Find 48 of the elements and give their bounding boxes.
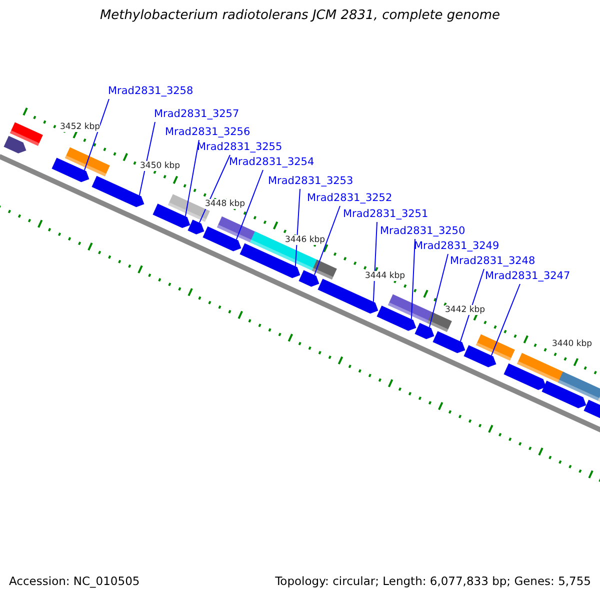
leader-line: [490, 284, 520, 356]
gene-label: Mrad2831_3251: [343, 208, 428, 220]
leader-line: [460, 268, 484, 342]
leader-line: [138, 122, 156, 196]
gene-label: Mrad2831_3247: [485, 270, 570, 282]
gene-label: Mrad2831_3255: [197, 141, 282, 153]
scale-label: 3440 kbp: [552, 339, 592, 349]
gene-block: [464, 345, 496, 368]
gene-block: [202, 226, 242, 252]
leader-line: [184, 140, 200, 217]
leader-line: [410, 238, 416, 320]
accession-text: Accession: NC_010505: [9, 574, 140, 588]
leader-line: [294, 188, 300, 267]
gene-label: Mrad2831_3258: [108, 85, 194, 97]
title: Methylobacterium radiotolerans JCM 2831, complete genome: [98, 8, 502, 23]
gene-block: [432, 331, 466, 354]
gene-block: [414, 322, 434, 340]
gene-label: Mrad2831_3256: [165, 126, 250, 138]
genome-info-text: Topology: circular; Length: 6,077,833 bp; Genes: 5,755: [275, 574, 591, 588]
leader-line: [372, 222, 378, 302]
gene-block: [240, 243, 300, 278]
scale-label: 3448 kbp: [205, 199, 246, 209]
gene-label: Mrad2831_3249: [414, 240, 500, 252]
gene-label: Mrad2831_3252: [307, 192, 392, 204]
scale-label: 3446 kbp: [285, 235, 326, 245]
gene-label: Mrad2831_3254: [229, 156, 314, 168]
scale-label: 3450 kbp: [140, 161, 180, 171]
leader-line: [198, 154, 230, 224]
leader-line: [84, 98, 110, 171]
gene-block: [376, 306, 416, 331]
gene-block: [188, 220, 204, 234]
gene-block: [298, 270, 320, 287]
gene-label: Mrad2831_3257: [154, 108, 240, 120]
leader-line: [314, 206, 340, 276]
gene-block: [318, 278, 378, 314]
gene-label: Mrad2831_3253: [268, 175, 354, 187]
gene-block: [542, 380, 586, 408]
gene-block: [92, 176, 144, 208]
gene-block: [52, 158, 90, 182]
scale-label: 3452 kbp: [60, 122, 100, 132]
leader-line: [428, 254, 448, 328]
leader-line: [236, 170, 264, 240]
scale-label: 3444 kbp: [365, 271, 406, 281]
gene-block: [504, 363, 546, 390]
scale-label: 3442 kbp: [445, 305, 486, 315]
gene-block: [152, 204, 190, 228]
gene-label: Mrad2831_3250: [380, 225, 466, 237]
gene-label: Mrad2831_3248: [450, 255, 536, 267]
